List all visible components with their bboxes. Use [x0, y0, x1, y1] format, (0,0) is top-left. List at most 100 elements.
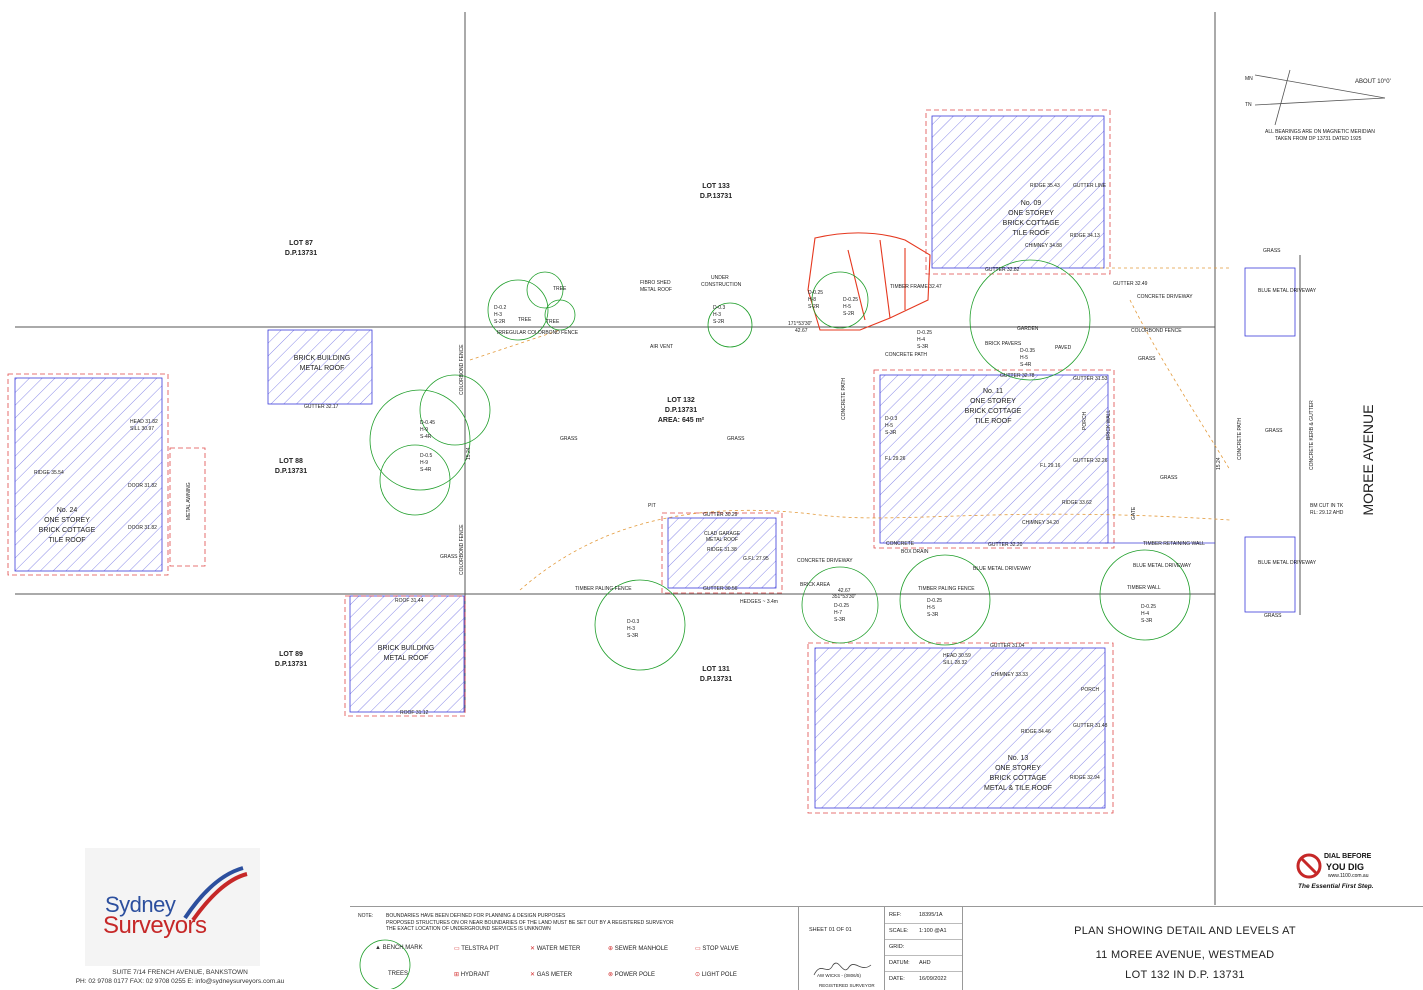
info-datum: DATUM:AHD: [885, 955, 963, 972]
svg-text:ROOF 31.44: ROOF 31.44: [395, 598, 424, 604]
annotations: RIDGE 35.43 GUTTER LINE CHIMNEY 34.88 RI…: [34, 183, 1344, 781]
lot132-dp: D.P.13731: [665, 407, 697, 414]
svg-text:D-0.3: D-0.3: [713, 305, 725, 311]
svg-text:D-0.25: D-0.25: [1141, 604, 1156, 610]
svg-text:FIBRO SHED: FIBRO SHED: [640, 280, 671, 286]
svg-text:TIMBER WALL: TIMBER WALL: [1127, 585, 1161, 591]
svg-text:GUTTER 31.53: GUTTER 31.53: [1073, 376, 1108, 382]
svg-text:UNDER: UNDER: [711, 275, 729, 281]
svg-text:CONCRETE PATH: CONCRETE PATH: [1237, 418, 1243, 460]
svg-text:RIDGE 35.43: RIDGE 35.43: [1030, 183, 1060, 189]
svg-text:RIDGE 32.94: RIDGE 32.94: [1070, 775, 1100, 781]
legend-light-pole: ⊙ LIGHT POLE: [695, 972, 737, 978]
svg-text:GUTTER 30.56: GUTTER 30.56: [703, 586, 738, 592]
svg-text:D-0.45: D-0.45: [420, 420, 435, 426]
svg-text:BM CUT IN TK: BM CUT IN TK: [1310, 503, 1344, 509]
svg-text:SILL 30.97: SILL 30.97: [130, 426, 154, 432]
svg-text:CONCRETE DRIVEWAY: CONCRETE DRIVEWAY: [797, 558, 853, 564]
building-no09: [931, 115, 1105, 269]
svg-text:S-2R: S-2R: [713, 319, 725, 325]
svg-text:BLUE METAL DRIVEWAY: BLUE METAL DRIVEWAY: [1133, 563, 1192, 569]
svg-text:BRICK COTTAGE: BRICK COTTAGE: [39, 527, 96, 534]
svg-text:METAL AWNING: METAL AWNING: [186, 482, 192, 520]
svg-text:GUTTER 31.04: GUTTER 31.04: [990, 643, 1025, 649]
svg-text:TREE: TREE: [546, 319, 560, 325]
svg-text:CLAD GARAGE: CLAD GARAGE: [704, 531, 741, 537]
svg-text:F.L 29.26: F.L 29.26: [885, 456, 906, 462]
building-no24: [14, 377, 163, 572]
lot133-name: LOT 133: [702, 183, 730, 190]
north-arrow: [1254, 69, 1386, 126]
info-ref: REF:18395/1A: [885, 907, 963, 924]
svg-text:GRASS: GRASS: [727, 436, 745, 442]
svg-text:SILL 28.32: SILL 28.32: [943, 660, 967, 666]
svg-text:METAL & TILE ROOF: METAL & TILE ROOF: [984, 785, 1052, 792]
building-no13: [814, 647, 1106, 809]
svg-text:D-0.25: D-0.25: [927, 598, 942, 604]
plan-title-column: PLAN SHOWING DETAIL AND LEVELS AT 11 MOR…: [962, 907, 1423, 990]
svg-text:H-5: H-5: [927, 605, 935, 611]
dial-before-you-dig-logo: DIAL BEFORE YOU DIG www.1100.com.au The …: [1296, 851, 1378, 895]
svg-text:ONE STOREY: ONE STOREY: [970, 398, 1016, 405]
svg-text:H-4: H-4: [1141, 611, 1149, 617]
lot131-name: LOT 131: [702, 666, 730, 673]
svg-text:H-3: H-3: [627, 626, 635, 632]
svg-text:BRICK WALL: BRICK WALL: [1106, 410, 1112, 440]
svg-text:HEAD 30.59: HEAD 30.59: [943, 653, 971, 659]
svg-text:S-2R: S-2R: [843, 311, 855, 317]
svg-text:GRASS: GRASS: [560, 436, 578, 442]
svg-text:BRICK PAVERS: BRICK PAVERS: [985, 341, 1022, 347]
svg-text:No. 24: No. 24: [57, 507, 78, 514]
svg-text:BRICK COTTAGE: BRICK COTTAGE: [965, 408, 1022, 415]
svg-text:ONE STOREY: ONE STOREY: [1008, 210, 1054, 217]
service-lines: [469, 267, 1231, 591]
note-line-3: THE EXACT LOCATION OF UNDERGROUND SERVIC…: [386, 926, 551, 932]
svg-text:BLUE METAL DRIVEWAY: BLUE METAL DRIVEWAY: [1258, 560, 1317, 566]
svg-text:D-0.3: D-0.3: [627, 619, 639, 625]
legend-water-meter: ✕ WATER METER: [530, 946, 581, 952]
svg-text:171°53'30": 171°53'30": [788, 321, 812, 327]
svg-text:GUTTER 32.20: GUTTER 32.20: [988, 542, 1023, 548]
svg-text:D-0.3: D-0.3: [885, 416, 897, 422]
info-column: REF:18395/1A SCALE:1:100 @A1 GRID: DATUM…: [884, 907, 963, 990]
svg-text:COLORBOND FENCE: COLORBOND FENCE: [459, 524, 465, 575]
svg-text:GRASS: GRASS: [1138, 356, 1156, 362]
title-block: NOTE: BOUNDARIES HAVE BEEN DEFINED FOR P…: [350, 906, 1423, 990]
svg-text:No. 11: No. 11: [983, 388, 1003, 395]
dbyd-line-4: The Essential First Step.: [1298, 883, 1374, 890]
info-grid: GRID:: [885, 939, 963, 956]
building-brick-87: [267, 329, 373, 405]
svg-text:BRICK COTTAGE: BRICK COTTAGE: [990, 775, 1047, 782]
svg-text:GUTTER 32.17: GUTTER 32.17: [304, 404, 339, 410]
lot88-name: LOT 88: [279, 458, 303, 465]
svg-text:GUTTER 32.49: GUTTER 32.49: [1113, 281, 1148, 287]
svg-text:RIDGE 31.38: RIDGE 31.38: [707, 547, 737, 553]
roof-outlines: [7, 109, 1115, 814]
svg-text:BLUE METAL DRIVEWAY: BLUE METAL DRIVEWAY: [973, 566, 1032, 572]
svg-text:GUTTER 31.48: GUTTER 31.48: [1073, 723, 1108, 729]
info-scale: SCALE:1:100 @A1: [885, 923, 963, 940]
svg-text:GATE: GATE: [1131, 506, 1137, 520]
svg-text:S-4R: S-4R: [1020, 362, 1032, 368]
svg-text:TIMBER FRAME 32.47: TIMBER FRAME 32.47: [890, 284, 942, 290]
svg-text:H-9: H-9: [420, 427, 428, 433]
surveyor-name: AW WICKS - (0806/5): [817, 973, 861, 978]
svg-text:D-0.35: D-0.35: [1020, 348, 1035, 354]
svg-text:PORCH: PORCH: [1082, 412, 1088, 430]
svg-text:AIR VENT: AIR VENT: [650, 344, 673, 350]
bearing-note-1: ALL BEARINGS ARE ON MAGNETIC MERIDIAN: [1265, 129, 1375, 135]
company-logo: Sydney Surveyors: [85, 848, 260, 966]
svg-text:CONCRETE DRIVEWAY: CONCRETE DRIVEWAY: [1137, 294, 1193, 300]
svg-text:S-3R: S-3R: [885, 430, 897, 436]
legend-sewer-manhole: ⊕ SEWER MANHOLE: [608, 946, 669, 952]
svg-text:BLUE METAL DRIVEWAY: BLUE METAL DRIVEWAY: [1258, 288, 1317, 294]
svg-text:PORCH: PORCH: [1081, 687, 1099, 693]
lot131-dp: D.P.13731: [700, 676, 732, 683]
svg-text:TREE: TREE: [553, 286, 567, 292]
driveway-lines: [1105, 267, 1296, 613]
svg-text:GRASS: GRASS: [1160, 475, 1178, 481]
lot87-name: LOT 87: [289, 240, 313, 247]
svg-text:H-5: H-5: [843, 304, 851, 310]
svg-text:S-2R: S-2R: [808, 304, 820, 310]
boundary-lines: [15, 12, 1301, 905]
